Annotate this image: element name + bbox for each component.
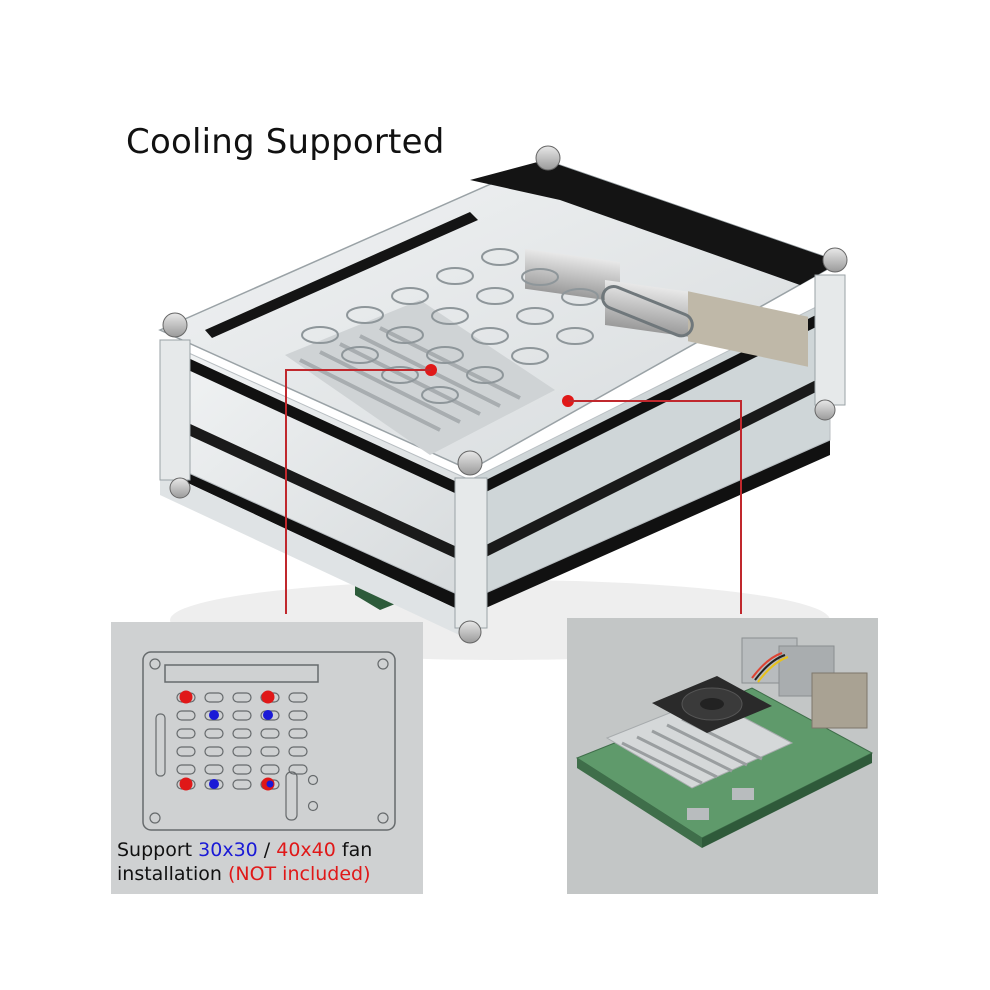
heatsink-fins [605,697,794,789]
size-40x40-label: 40x40 [276,839,336,861]
not-included-note: (NOT included) [227,863,371,885]
fan-mount-panel [111,622,423,894]
board-photo-panel [567,618,878,894]
lid-long-slot [601,285,694,338]
front-black-stripe-lower [160,410,470,565]
bottom-clear-layer [160,470,470,640]
callout-right [562,395,742,614]
mount-hole-30x30 [209,710,274,789]
raspberry-pi-board-photo [575,637,874,848]
ethernet-port [688,291,808,367]
callout-left [285,364,437,614]
caption-separator: / [257,839,277,861]
mount-hole-40x40 [179,690,275,791]
headline: Cooling Supported [126,122,445,162]
caption-text: installation [117,863,228,885]
usb-port-2 [605,280,695,338]
lid-slot [205,212,478,338]
cooling-fan [652,676,772,733]
vent-hole-grid [176,692,308,790]
heatsink [285,300,555,455]
bottom-black-layer [160,440,830,615]
caption-text: Support [117,839,199,861]
corner-screws [159,145,848,644]
caption-line-1: Support 30x30 / 40x40 fan [117,838,372,862]
fan-mount-diagram [142,651,396,831]
lid-vent-holes [301,248,599,404]
fan-support-caption: Support 30x30 / 40x40 fan installation (… [117,838,372,886]
right-black-stripe [470,308,830,500]
front-black-stripe [160,345,470,500]
usb-port-1 [525,248,620,303]
caption-line-2: installation (NOT included) [117,862,372,886]
size-30x30-label: 30x30 [198,839,258,861]
top-frame-black [470,160,840,285]
caption-text: fan [335,839,373,861]
